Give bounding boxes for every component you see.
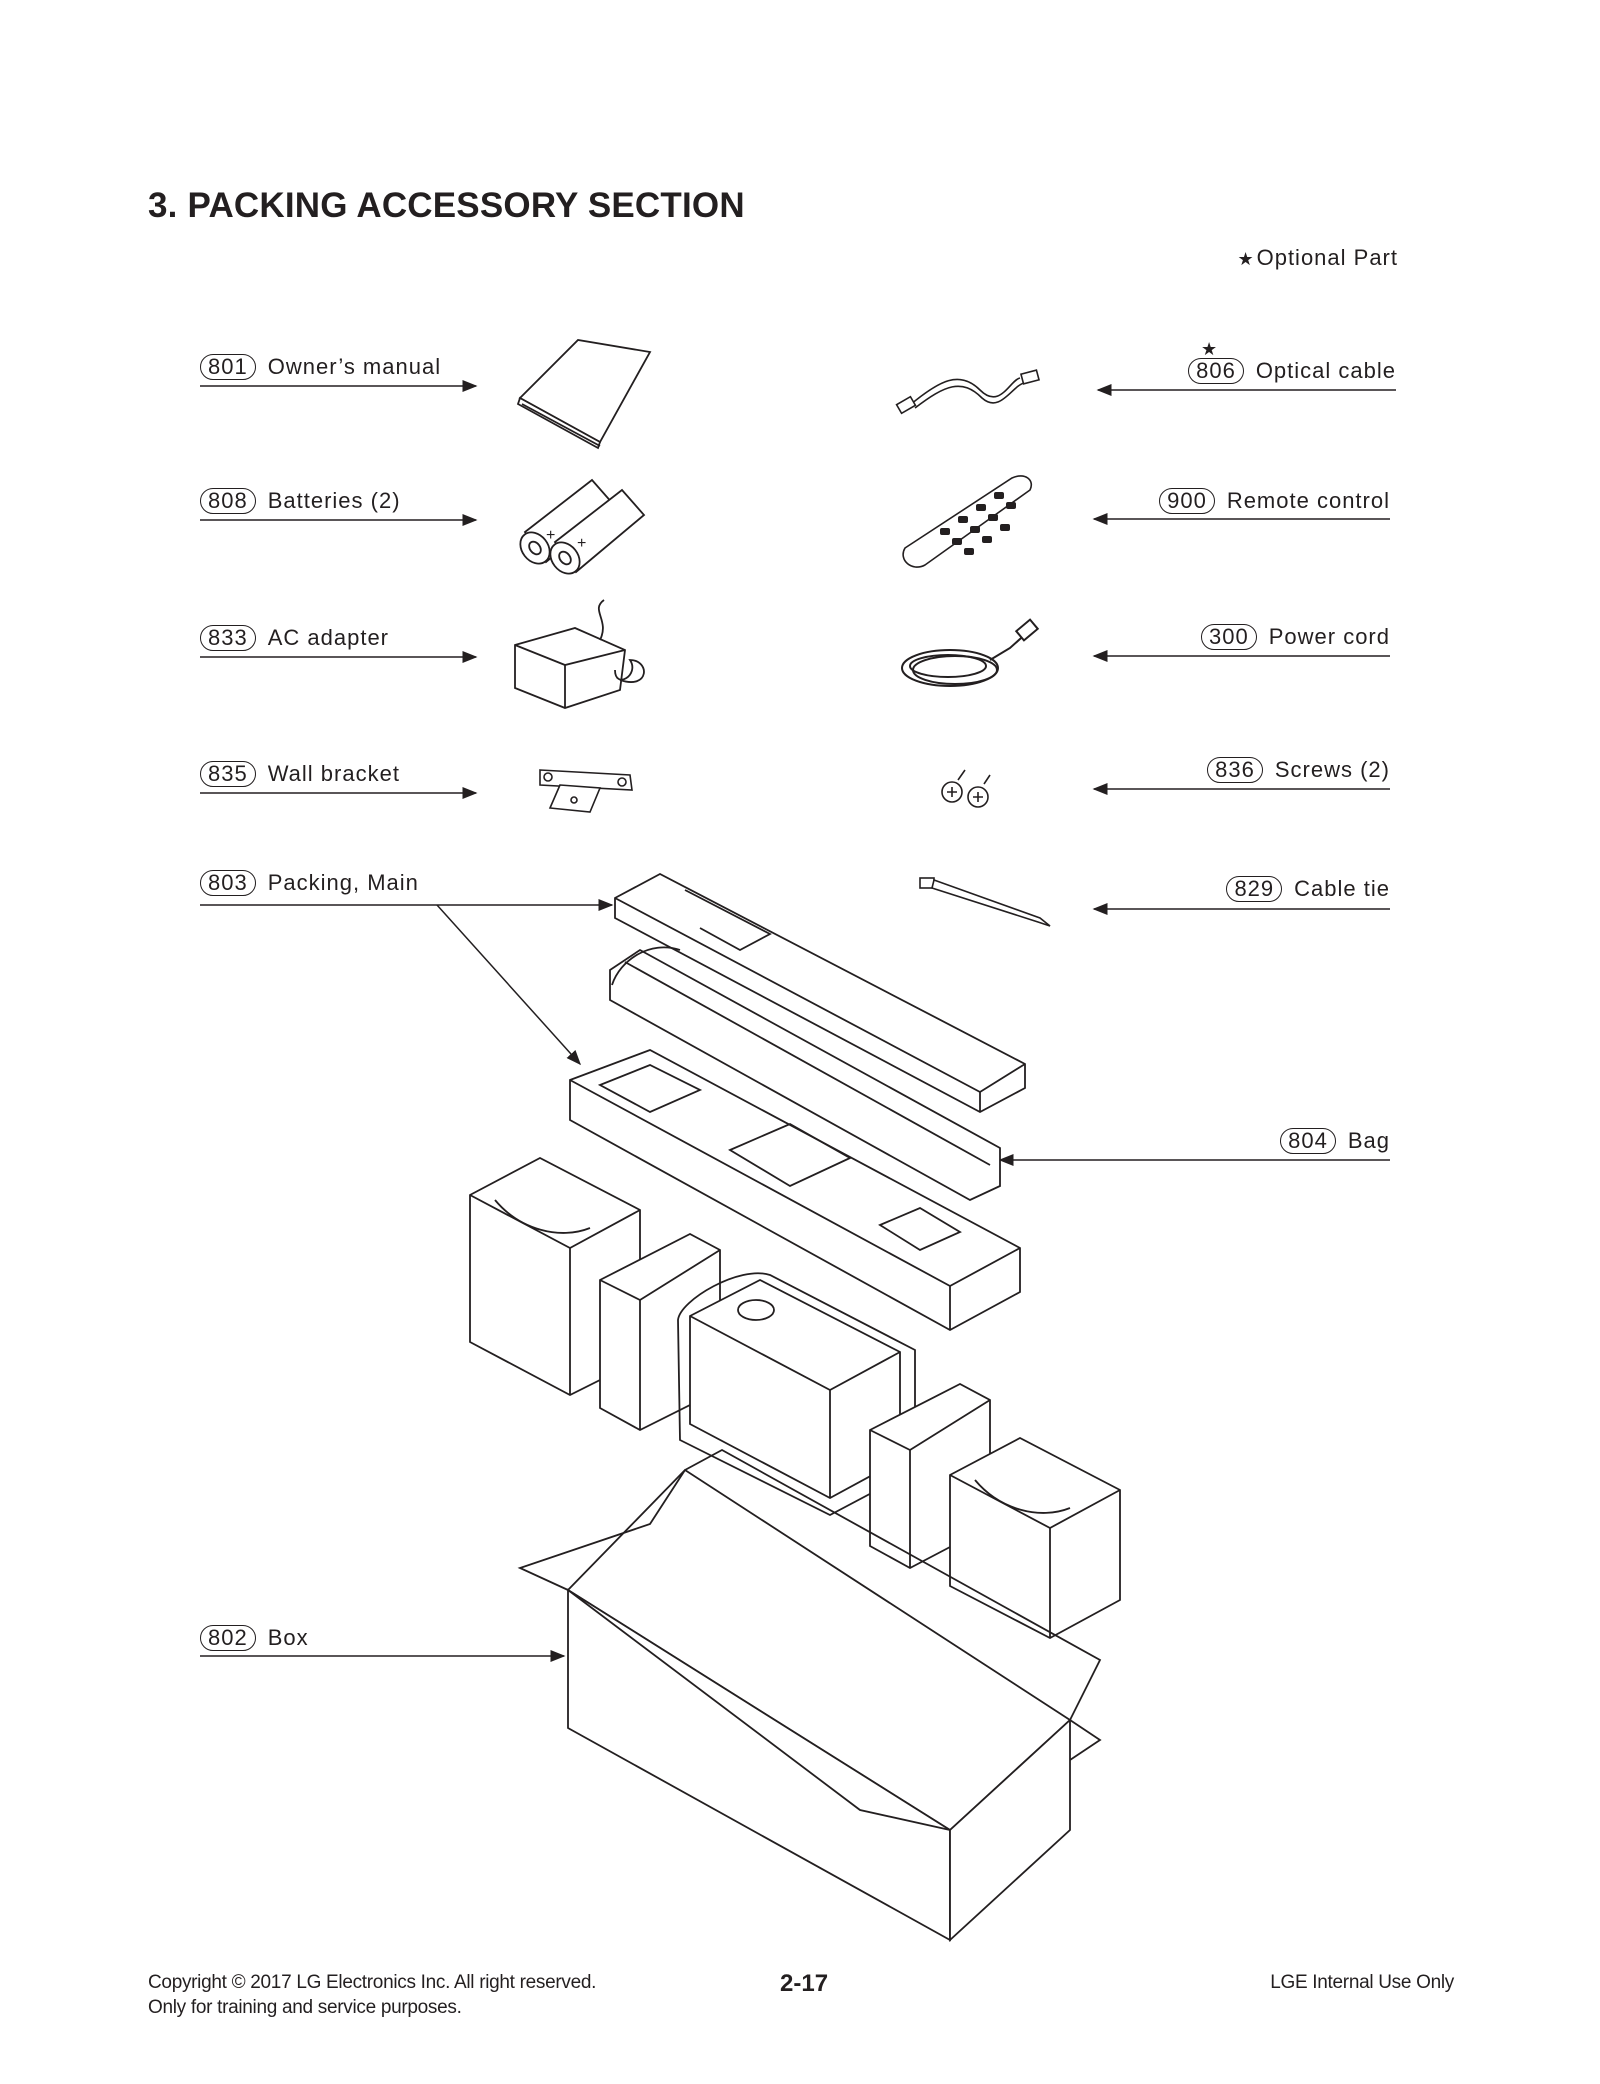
- part-label: Optical cable: [1255, 358, 1396, 383]
- foam-end-cap-left-icon: [469, 1156, 641, 1397]
- callout-833: 833 AC adapter: [200, 625, 389, 651]
- leader-lines: [200, 380, 1396, 1662]
- footer-internal: LGE Internal Use Only: [1270, 1972, 1454, 1993]
- batteries-icon: + +: [519, 478, 646, 575]
- part-number: 808: [200, 488, 256, 514]
- power-cord-icon: [901, 618, 1040, 687]
- packing-tray-icon: [569, 1049, 1021, 1332]
- part-number: 300: [1201, 624, 1257, 650]
- screws-icon: [941, 769, 991, 808]
- callout-806: 806 Optical cable: [1188, 358, 1396, 384]
- callout-300: 300 Power cord: [1201, 624, 1390, 650]
- callout-803: 803 Packing, Main: [200, 870, 419, 896]
- callout-808: 808 Batteries (2): [200, 488, 401, 514]
- bag-icon: [609, 946, 1001, 1202]
- remote-control-icon: [902, 475, 1032, 568]
- part-number: 835: [200, 761, 256, 787]
- callout-835: 835 Wall bracket: [200, 761, 400, 787]
- svg-text:+: +: [577, 535, 586, 552]
- optional-star-icon: ★: [1201, 339, 1218, 359]
- callout-802: 802 Box: [200, 1625, 309, 1651]
- part-label: Bag: [1347, 1128, 1390, 1153]
- footer-copyright: Copyright © 2017 LG Electronics Inc. All…: [148, 1972, 597, 1993]
- wall-bracket-icon: [539, 769, 633, 813]
- page-title: 3. PACKING ACCESSORY SECTION: [148, 186, 745, 225]
- optical-cable-icon: [895, 369, 1041, 415]
- part-label: AC adapter: [267, 625, 390, 650]
- subwoofer-icon: [677, 1272, 916, 1517]
- part-label: Wall bracket: [267, 761, 400, 786]
- packing-top-icon: [614, 872, 1026, 1114]
- star-icon: ★: [1237, 249, 1255, 269]
- part-number: 804: [1280, 1128, 1336, 1154]
- part-number: 801: [200, 354, 256, 380]
- callout-836: 836 Screws (2): [1207, 757, 1390, 783]
- callout-900: 900 Remote control: [1159, 488, 1390, 514]
- part-number: 806: [1188, 358, 1244, 384]
- box-icon: [517, 1448, 1102, 1943]
- svg-text:+: +: [546, 527, 555, 544]
- foam-end-cap-right-icon: [949, 1436, 1121, 1640]
- part-number: 900: [1159, 488, 1215, 514]
- page-number: 2-17: [780, 1970, 829, 1997]
- owners-manual-icon: [516, 339, 652, 450]
- part-number: 833: [200, 625, 256, 651]
- part-label: Packing, Main: [267, 870, 419, 895]
- callout-829: 829 Cable tie: [1226, 876, 1390, 902]
- part-label: Screws (2): [1274, 757, 1390, 782]
- optional-part-note: ★Optional Part: [1237, 245, 1398, 271]
- part-number: 802: [200, 1625, 256, 1651]
- ac-adapter-icon: [514, 599, 645, 709]
- footer-left: Copyright © 2017 LG Electronics Inc. All…: [148, 1970, 596, 2020]
- part-label: Owner’s manual: [267, 354, 442, 379]
- part-label: Remote control: [1226, 488, 1390, 513]
- part-label: Box: [267, 1625, 309, 1650]
- optional-part-label: Optional Part: [1256, 245, 1398, 270]
- part-number: 829: [1226, 876, 1283, 902]
- part-number: 803: [200, 870, 256, 896]
- part-label: Cable tie: [1294, 876, 1390, 901]
- part-number: 836: [1207, 757, 1263, 783]
- callout-804: 804 Bag: [1280, 1128, 1390, 1154]
- part-label: Power cord: [1268, 624, 1390, 649]
- callout-801: 801 Owner’s manual: [200, 354, 441, 380]
- cable-tie-icon: [919, 877, 1051, 927]
- part-label: Batteries (2): [267, 488, 401, 513]
- footer-note: Only for training and service purposes.: [148, 1997, 462, 2018]
